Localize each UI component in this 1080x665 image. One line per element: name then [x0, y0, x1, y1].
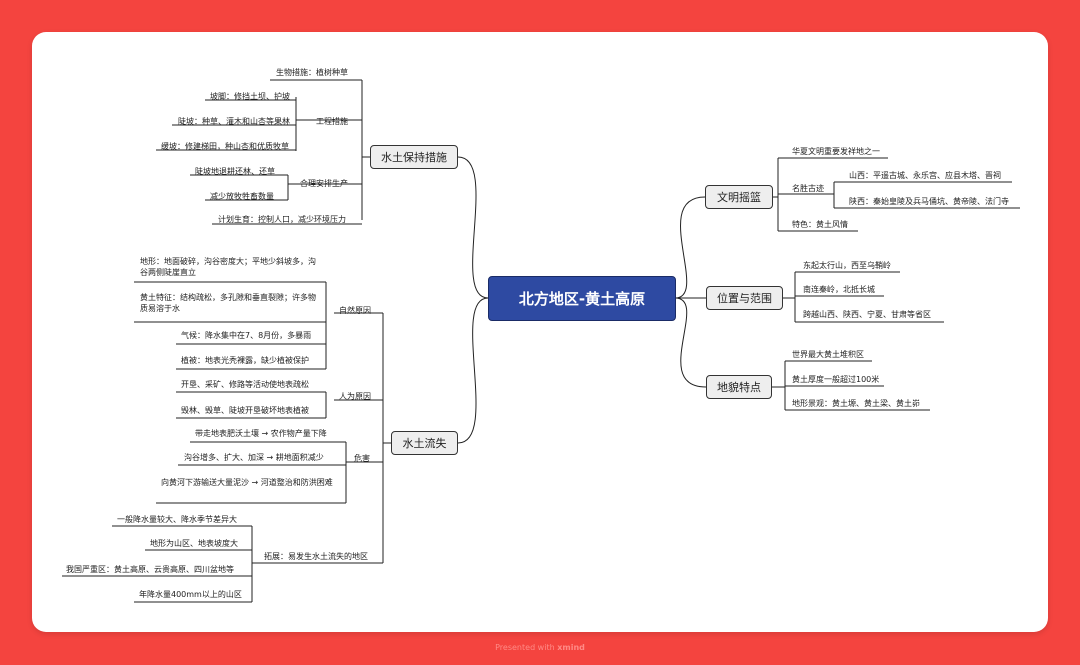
- subtopic-sites[interactable]: 名胜古迹: [792, 184, 824, 193]
- subtopic-civ-item[interactable]: 华夏文明重要发祥地之一: [792, 147, 880, 156]
- subtopic-ext-item[interactable]: 我国严重区：黄土高原、云贵高原、四川盆地等: [66, 565, 234, 574]
- subtopic-landform-item[interactable]: 黄土厚度一般超过100米: [792, 375, 880, 384]
- footer-prefix: Presented with: [495, 643, 555, 652]
- subtopic-location-item[interactable]: 跨越山西、陕西、宁夏、甘肃等省区: [803, 310, 931, 319]
- subtopic-natural-cause[interactable]: 自然原因: [339, 306, 371, 315]
- subtopic-harm-item[interactable]: 沟谷增多、扩大、加深 → 耕地面积减少: [184, 453, 324, 462]
- topic-landform[interactable]: 地貌特点: [706, 375, 772, 399]
- subtopic-human-cause[interactable]: 人为原因: [339, 392, 371, 401]
- topic-soil-erosion[interactable]: 水土流失: [391, 431, 458, 455]
- xmind-logo-text: xmind: [557, 643, 585, 652]
- subtopic-ext-item[interactable]: 年降水量400mm以上的山区: [139, 590, 242, 599]
- subtopic-harm-item[interactable]: 带走地表肥沃土壤 → 农作物产量下降: [195, 429, 327, 438]
- subtopic-production[interactable]: 合理安排生产: [300, 179, 348, 188]
- presented-with-footer: Presented with xmind: [0, 643, 1080, 652]
- root-topic[interactable]: 北方地区-黄土高原: [488, 276, 676, 321]
- subtopic-landform-item[interactable]: 地形景观：黄土塬、黄土梁、黄土峁: [792, 399, 920, 408]
- subtopic-eng-item[interactable]: 缓坡：修建梯田，种山杏和优质牧草: [161, 142, 289, 151]
- subtopic-landform-item[interactable]: 世界最大黄土堆积区: [792, 350, 864, 359]
- subtopic-natural-item[interactable]: 气候：降水集中在7、8月份，多暴雨: [181, 331, 312, 340]
- subtopic-extension[interactable]: 拓展：易发生水土流失的地区: [264, 552, 368, 561]
- subtopic-site-item[interactable]: 山西：平遥古城、永乐宫、应县木塔、晋祠: [849, 171, 1001, 180]
- subtopic-harm-item[interactable]: 向黄河下游输送大量泥沙 → 河道整治和防洪困难: [161, 478, 333, 487]
- subtopic-bio-measure[interactable]: 生物措施：植树种草: [276, 68, 348, 77]
- subtopic-engineering[interactable]: 工程措施: [316, 117, 348, 126]
- subtopic-ext-item[interactable]: 地形为山区、地表坡度大: [150, 539, 238, 548]
- subtopic-natural-item[interactable]: 黄土特征：结构疏松，多孔隙和垂直裂隙；许多物质易溶于水: [140, 293, 316, 313]
- subtopic-location-item[interactable]: 东起太行山，西至乌鞘岭: [803, 261, 891, 270]
- subtopic-natural-item[interactable]: 地形：地面破碎，沟谷密度大；平地少斜坡多，沟谷两侧陡崖直立: [140, 257, 316, 277]
- subtopic-family-planning[interactable]: 计划生育：控制人口，减少环境压力: [218, 215, 346, 224]
- subtopic-prod-item[interactable]: 减少放牧牲畜数量: [210, 192, 274, 201]
- subtopic-eng-item[interactable]: 陡坡：种草、灌木和山杏等果林: [178, 117, 290, 126]
- topic-soil-conservation[interactable]: 水土保持措施: [370, 145, 458, 169]
- subtopic-location-item[interactable]: 南连秦岭，北抵长城: [803, 285, 875, 294]
- subtopic-eng-item[interactable]: 坡脚：修挡土坝、护坡: [210, 92, 290, 101]
- subtopic-feature[interactable]: 特色：黄土风情: [792, 220, 848, 229]
- topic-location[interactable]: 位置与范围: [706, 286, 783, 310]
- subtopic-prod-item[interactable]: 陡坡地退耕还林、还草: [195, 167, 275, 176]
- subtopic-site-item[interactable]: 陕西：秦始皇陵及兵马俑坑、黄帝陵、法门寺: [849, 197, 1009, 206]
- subtopic-human-item[interactable]: 毁林、毁草、陡坡开垦破坏地表植被: [181, 406, 309, 415]
- topic-civilization[interactable]: 文明摇篮: [705, 185, 773, 209]
- subtopic-human-item[interactable]: 开垦、采矿、修路等活动使地表疏松: [181, 380, 309, 389]
- mindmap-canvas: [32, 32, 1048, 632]
- subtopic-natural-item[interactable]: 植被：地表光秃裸露，缺少植被保护: [181, 356, 309, 365]
- subtopic-harm[interactable]: 危害: [354, 454, 370, 463]
- subtopic-ext-item[interactable]: 一般降水量较大、降水季节差异大: [117, 515, 237, 524]
